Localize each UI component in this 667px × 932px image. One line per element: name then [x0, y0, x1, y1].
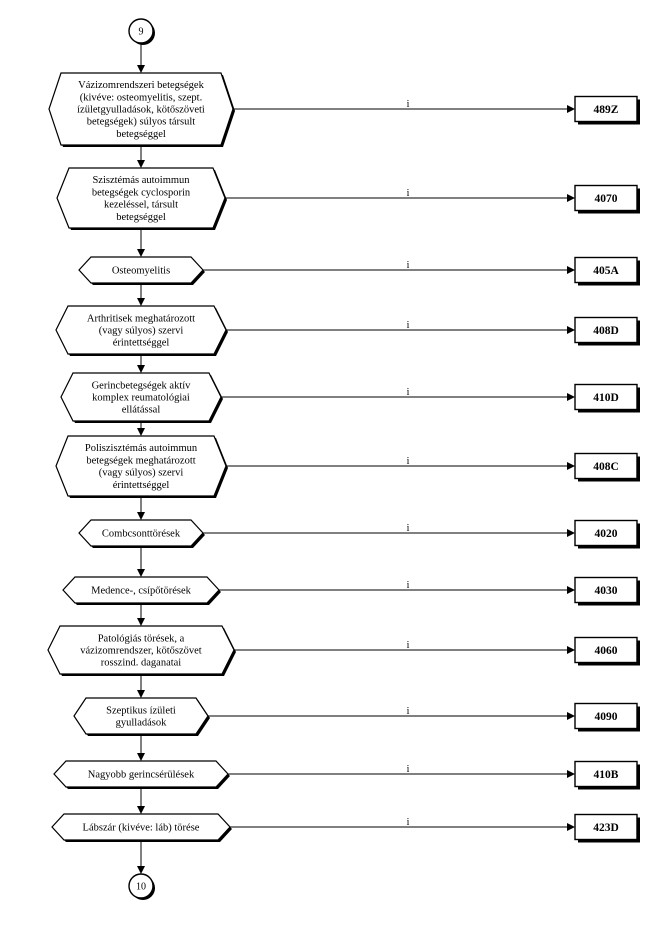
- decision-text: betegséggel: [116, 129, 166, 140]
- decision-text: érintettséggel: [113, 480, 170, 491]
- code-label: 4070: [595, 193, 618, 205]
- connector-bottom-label: 10: [136, 882, 146, 893]
- code-box: 408C: [574, 452, 640, 482]
- decision-node: Combcsonttörések: [78, 519, 205, 548]
- decision-node: Nagyobb gerincsérülések: [53, 760, 230, 789]
- code-label: 489Z: [594, 104, 619, 116]
- code-label: 4060: [595, 645, 618, 657]
- code-box: 4020: [574, 519, 640, 549]
- decision-text: érintettséggel: [113, 338, 170, 349]
- code-box: 489Z: [574, 95, 640, 125]
- code-box: 408D: [574, 316, 640, 346]
- code-box: 4090: [574, 702, 640, 732]
- decision-text: Combcsonttörések: [102, 529, 181, 540]
- decision-node: Gerincbetegségek aktív komplex reumatológ…: [60, 372, 223, 423]
- code-box: 410D: [574, 383, 640, 413]
- decision-text: betegségek cyclosporin: [92, 187, 191, 198]
- decision-text: komplex reumatológiai: [92, 393, 190, 404]
- connector-top: 9: [128, 18, 155, 45]
- edge-label: i: [407, 580, 410, 591]
- decision-text: gyulladások: [116, 718, 167, 729]
- connector-bottom: 10: [128, 873, 155, 900]
- edge-label: i: [407, 456, 410, 467]
- code-label: 423D: [593, 822, 619, 834]
- code-label: 405A: [593, 265, 619, 277]
- edge-label: i: [407, 640, 410, 651]
- code-label: 410D: [593, 392, 619, 404]
- edge-label: i: [407, 387, 410, 398]
- code-label: 410B: [594, 769, 619, 781]
- decision-node: Lábszár (kivéve: láb) törése: [51, 813, 232, 842]
- code-label: 4020: [595, 528, 618, 540]
- decision-text: betegségek meghatározott: [86, 455, 195, 466]
- decision-text: ízületgyulladások, kötőszöveti: [77, 105, 205, 116]
- edge-label: i: [407, 706, 410, 717]
- code-box: 4070: [574, 184, 640, 214]
- decision-text: Nagyobb gerincsérülések: [88, 770, 195, 781]
- decision-text: Poliszisztémás autoimmun: [85, 443, 198, 454]
- code-box: 4060: [574, 636, 640, 666]
- code-box: 405A: [574, 256, 640, 286]
- decision-node: Patológiás törések, a vázizomrendszer, kö…: [47, 625, 236, 676]
- decision-text: Szeptikus ízületi: [106, 705, 176, 716]
- decision-text: (vagy súlyos) szervi: [99, 326, 184, 337]
- decision-text: Szisztémás autoimmun: [92, 175, 190, 186]
- decision-text: (kivéve: osteomyelitis, szept.: [80, 92, 202, 103]
- edge-label: i: [407, 523, 410, 534]
- decision-text: (vagy súlyos) szervi: [99, 468, 184, 479]
- decision-text: betegségek) súlyos társult: [87, 117, 196, 128]
- edge-label: i: [407, 817, 410, 828]
- decision-node: Medence-, csípőtörések: [62, 576, 221, 605]
- decision-text: Arthritisek meghatározott: [87, 313, 195, 324]
- code-label: 4030: [595, 585, 618, 597]
- code-label: 408D: [593, 325, 619, 337]
- decision-text: Patológiás törések, a: [98, 633, 185, 644]
- decision-text: Lábszár (kivéve: láb) törése: [83, 823, 200, 834]
- code-label: 4090: [595, 711, 618, 723]
- decision-node: Vázizomrendszeri betegségek(kivéve: oste…: [48, 72, 235, 147]
- decision-text: Gerincbetegségek aktív: [92, 380, 192, 391]
- edge-label: i: [407, 260, 410, 271]
- decision-text: Vázizomrendszeri betegségek: [78, 80, 204, 91]
- connector-top-label: 9: [139, 27, 144, 38]
- decision-node: Arthritisek meghatározott (vagy súlyos) s…: [55, 305, 228, 356]
- code-box: 423D: [574, 813, 640, 843]
- decision-text: ellátással: [122, 405, 161, 416]
- edge-label: i: [407, 188, 410, 199]
- edge-label: i: [407, 99, 410, 110]
- decision-text: kezeléssel, társult: [104, 200, 178, 211]
- decision-node: Osteomyelitis: [78, 256, 205, 285]
- decision-node: Szeptikus ízületi gyulladások: [73, 697, 210, 736]
- decision-text: Medence-, csípőtörések: [91, 586, 191, 597]
- decision-text: betegséggel: [116, 212, 166, 223]
- edge-label: i: [407, 764, 410, 775]
- edge-label: i: [407, 320, 410, 331]
- code-box: 4030: [574, 576, 640, 606]
- code-box: 410B: [574, 760, 640, 790]
- decision-text: rosszind. daganatai: [101, 658, 182, 669]
- decision-text: vázizomrendszer, kötőszövet: [80, 646, 202, 657]
- code-label: 408C: [593, 461, 619, 473]
- decision-text: Osteomyelitis: [112, 266, 170, 277]
